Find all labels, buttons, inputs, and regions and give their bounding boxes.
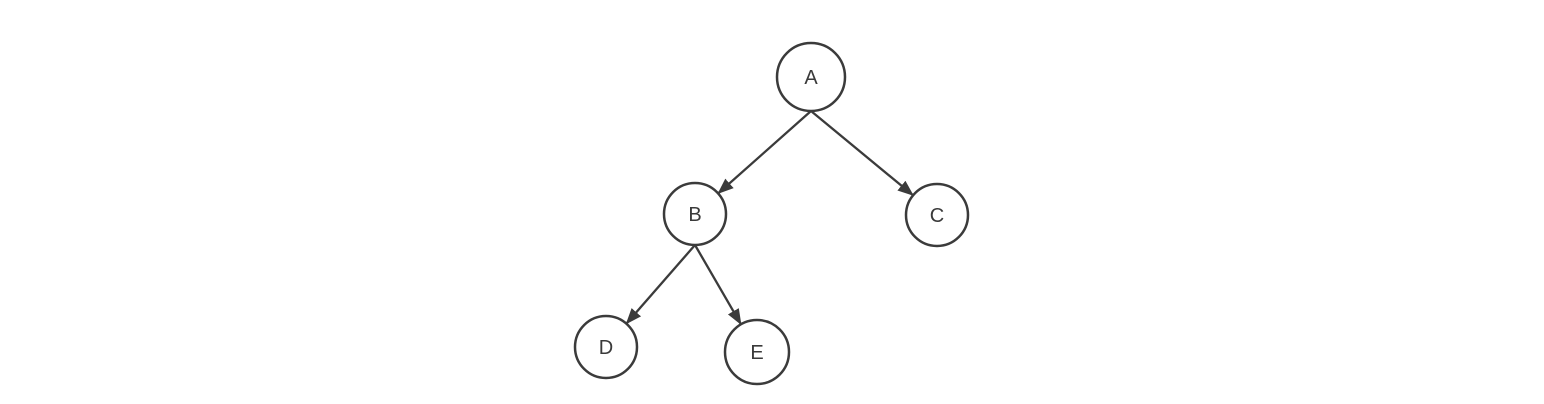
node-label: C	[930, 205, 944, 227]
node-label: E	[750, 342, 763, 364]
node-d[interactable]: D	[573, 314, 639, 380]
node-circle	[775, 41, 847, 113]
edge-b-e	[694, 244, 742, 326]
node-label: B	[688, 204, 701, 226]
edge-a-b	[717, 110, 812, 195]
node-label: D	[599, 337, 613, 359]
edge-a-c	[810, 110, 914, 197]
node-e[interactable]: E	[723, 318, 791, 386]
node-circle	[662, 181, 728, 247]
node-b[interactable]: B	[662, 181, 728, 247]
node-a[interactable]: A	[775, 41, 847, 113]
node-circle	[904, 182, 970, 248]
edge-b-d	[625, 244, 696, 325]
node-c[interactable]: C	[904, 182, 970, 248]
node-circle	[723, 318, 791, 386]
node-circle	[573, 314, 639, 380]
node-label: A	[804, 67, 818, 89]
